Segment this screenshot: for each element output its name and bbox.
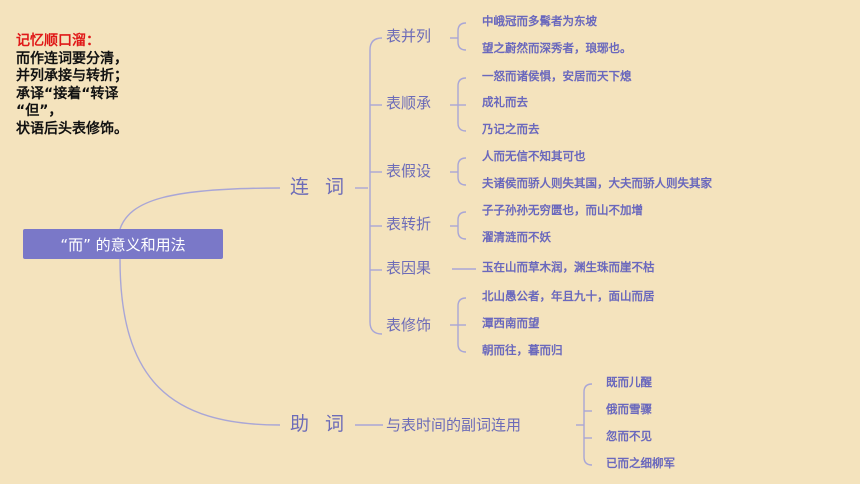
example-item: 玉在山而草木润，渊生珠而崖不枯 [482,260,655,274]
node-sequential: 表顺承 [386,94,432,112]
curve-root-conjunction [119,187,281,230]
node-particle: 助 词 [290,413,350,435]
memo-line: 并列承接与转折； [16,68,128,84]
node-modifier: 表修饰 [386,316,432,334]
example-item: 一怒而诸侯惧，安居而天下熄 [482,69,632,83]
example-item: 子子孙孙无穷匮也，而山不加增 [482,203,643,217]
example-item: 濯清涟而不妖 [482,230,551,244]
example-item: 忽而不见 [606,429,652,443]
memo-box: 记忆顺口溜： 而作连词要分清， 并列承接与转折； 承译“接着“转译 “但”， 状… [16,33,128,138]
node-conjunction: 连 词 [290,176,350,198]
root-node: “而” 的意义和用法 [23,229,223,259]
example-item: 望之蔚然而深秀者，琅琊也。 [482,41,632,55]
example-item: 北山愚公者，年且九十，面山而居 [482,289,655,303]
example-item: 夫诸侯而骄人则失其国，大夫而骄人则失其家 [482,176,712,190]
memo-line: 状语后头表修饰。 [16,120,128,137]
adversative-bracket [457,211,467,240]
hypothetical-bracket [457,157,467,186]
parallel-bracket [457,22,467,51]
trunk-conjunction [369,37,383,335]
example-item: 成礼而去 [482,95,528,109]
example-item: 朝而往，暮而归 [482,343,563,357]
node-adversative: 表转折 [386,215,432,233]
memo-title: 记忆顺口溜： [16,33,100,49]
memo-line: “但”， [16,103,63,119]
example-item: 已而之细柳军 [606,456,675,470]
memo-line: 而作连词要分清， [16,50,128,67]
example-item: 潭西南而望 [482,316,540,330]
memo-line: 承译“接着“转译 [16,85,119,102]
node-parallel: 表并列 [386,27,432,45]
node-hypothetical: 表假设 [386,162,432,180]
example-item: 乃记之而去 [482,122,540,136]
example-item: 既而儿醒 [606,375,652,389]
node-time-adverb: 与表时间的副词连用 [386,416,522,434]
time-adverb-bracket [583,383,593,466]
example-item: 俄而雪骤 [606,402,652,416]
curve-root-particle [119,258,281,426]
example-item: 人而无信不知其可也 [482,149,586,163]
example-item: 中峨冠而多髯者为东坡 [482,14,597,28]
node-causal: 表因果 [386,259,432,277]
